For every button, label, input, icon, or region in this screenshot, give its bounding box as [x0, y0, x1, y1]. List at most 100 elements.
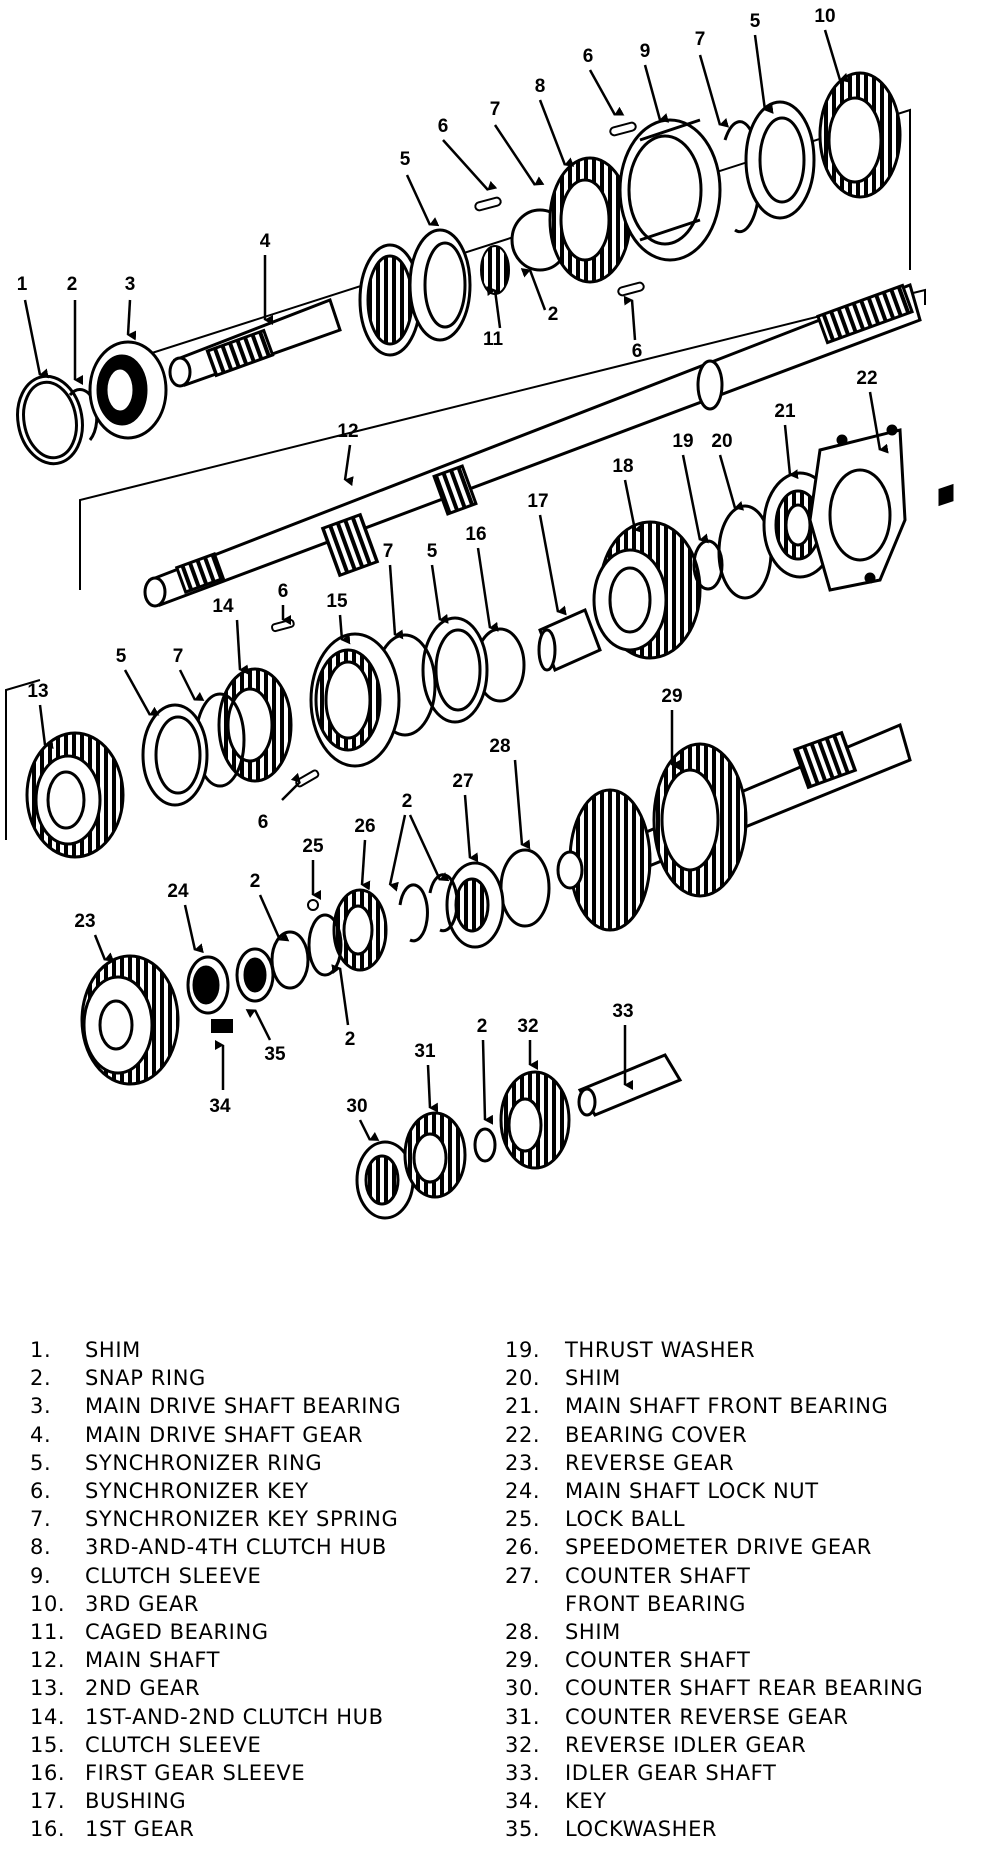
- legend-item-label: COUNTER SHAFT REAR BEARING: [565, 1676, 924, 1701]
- legend-item-label: MAIN DRIVE SHAFT GEAR: [85, 1422, 364, 1447]
- callout-30: 30: [346, 1096, 367, 1117]
- synchronizer-ring-5-top: [408, 228, 472, 342]
- exploded-transmission-diagram: 1 2 3 4 5 6 7 8 6 9 7 5 10 2 11 6 12 18 …: [5, 6, 954, 1220]
- legend-item-label: FIRST GEAR SLEEVE: [85, 1761, 306, 1785]
- legend-item-number: 5.: [30, 1450, 52, 1475]
- callout-6: 6: [632, 341, 643, 362]
- legend-item-label: CAGED BEARING: [85, 1620, 269, 1644]
- reverse-idler-gear-32: [499, 1070, 571, 1170]
- bearing-cover-22: [808, 424, 954, 592]
- main-shaft-lock-nut-24: [186, 955, 230, 1015]
- main-drive-shaft-gear-4: [168, 243, 422, 388]
- shim-1: [16, 374, 84, 466]
- counter-shaft-29: [556, 722, 912, 932]
- callout-32: 32: [517, 1016, 538, 1037]
- legend-item-number: 33.: [505, 1761, 541, 1785]
- callout-2: 2: [402, 791, 413, 812]
- callout-4: 4: [260, 231, 271, 252]
- legend-item-number: 16.: [30, 1817, 66, 1842]
- callout-11: 11: [483, 329, 504, 350]
- speedometer-drive-gear-26: [332, 888, 388, 972]
- callout-16: 16: [465, 524, 486, 545]
- legend-item-number: 27.: [505, 1563, 541, 1588]
- callout-5: 5: [116, 646, 127, 667]
- callout-28: 28: [489, 736, 510, 757]
- snap-rings-2-left: [270, 913, 343, 990]
- legend-item-number: 30.: [505, 1676, 541, 1701]
- reverse-gear-23: [80, 954, 180, 1086]
- main-shaft-12: [143, 283, 922, 608]
- callout-2: 2: [548, 304, 559, 325]
- synchronizer-ring-5-mid: [421, 616, 489, 724]
- legend-item-label: SHIM: [565, 1366, 621, 1391]
- callout-35: 35: [264, 1044, 286, 1065]
- legend-item-number: 2.: [30, 1366, 52, 1391]
- callout-2: 2: [67, 274, 78, 295]
- callout-labels: 1 2 3 4 5 6 7 8 6 9 7 5 10 2 11 6 12 18 …: [17, 6, 878, 1117]
- shim-28: [499, 848, 551, 928]
- legend-item-label: REVERSE IDLER GEAR: [565, 1732, 807, 1757]
- callout-24: 24: [167, 881, 189, 902]
- legend-item-number: 23.: [505, 1450, 541, 1475]
- legend-item-label: COUNTER SHAFT: [565, 1648, 751, 1673]
- legend-item-label: COUNTER SHAFT: [565, 1563, 751, 1588]
- counter-shaft-rear-bearing-30: [355, 1140, 415, 1220]
- legend-item-label: 1ST GEAR: [85, 1817, 195, 1842]
- lock-ball-25: [307, 899, 319, 911]
- callout-15: 15: [326, 591, 348, 612]
- legend-item-label: COUNTER REVERSE GEAR: [565, 1704, 849, 1729]
- legend-item-number: 10.: [30, 1591, 66, 1616]
- legend-item-number: 25.: [505, 1507, 541, 1532]
- legend-item-label: LOCKWASHER: [565, 1817, 718, 1842]
- legend-item-label: REVERSE GEAR: [565, 1450, 735, 1475]
- legend-item-number: 20.: [505, 1366, 541, 1391]
- legend-item-number: 17.: [30, 1789, 66, 1814]
- legend-item-number: 24.: [505, 1479, 541, 1503]
- legend-item-number: 21.: [505, 1394, 541, 1419]
- legend-item-number: 34.: [505, 1789, 541, 1814]
- snap-ring-2-bottom: [473, 1127, 497, 1163]
- callout-13: 13: [27, 681, 48, 702]
- legend-item-label: IDLER GEAR SHAFT: [565, 1761, 777, 1785]
- callout-7: 7: [383, 541, 394, 562]
- callout-5: 5: [400, 149, 411, 170]
- legend-item-number: 28.: [505, 1620, 541, 1644]
- legend-item-label: KEY: [565, 1789, 607, 1814]
- synchronizer-ring-5-left: [141, 703, 209, 807]
- legend-item-number: 1.: [30, 1338, 52, 1362]
- callout-2: 2: [250, 871, 261, 892]
- legend-item-label: 3RD-AND-4TH CLUTCH HUB: [85, 1535, 387, 1560]
- idler-gear-shaft-33: [577, 1053, 683, 1117]
- synchronizer-key-6-top: [474, 121, 645, 297]
- callout-9: 9: [640, 41, 651, 62]
- legend-item-number: 11.: [30, 1620, 66, 1644]
- clutch-hub-8: [510, 156, 632, 284]
- legend-item-label: SHIM: [85, 1338, 141, 1362]
- legend-item-label: SNAP RING: [85, 1366, 206, 1391]
- callout-7: 7: [173, 646, 184, 667]
- callout-5: 5: [427, 541, 438, 562]
- callout-26: 26: [354, 816, 375, 837]
- legend-item-label: CLUTCH SLEEVE: [85, 1563, 262, 1588]
- callout-31: 31: [414, 1041, 436, 1062]
- legend-item-label: FRONT BEARING: [565, 1591, 747, 1616]
- clutch-sleeve-15: [309, 632, 401, 768]
- callout-21: 21: [774, 401, 796, 422]
- legend-item-label: SYNCHRONIZER KEY: [85, 1479, 309, 1503]
- clutch-sleeve-9: [618, 118, 722, 262]
- callout-27: 27: [452, 771, 473, 792]
- legend-item-label: SYNCHRONIZER KEY SPRING: [85, 1507, 399, 1532]
- callout-2: 2: [345, 1029, 356, 1050]
- legend-item-number: 35.: [505, 1817, 541, 1842]
- legend-item-label: MAIN SHAFT FRONT BEARING: [565, 1394, 889, 1419]
- legend-item-label: MAIN SHAFT LOCK NUT: [565, 1479, 819, 1503]
- legend-item-number: 9.: [30, 1563, 52, 1588]
- legend-item-label: THRUST WASHER: [565, 1338, 756, 1362]
- callout-6: 6: [258, 812, 269, 833]
- legend-item-label: SPEEDOMETER DRIVE GEAR: [565, 1535, 872, 1560]
- first-gear-18: [592, 520, 702, 660]
- legend-item-number: 6.: [30, 1479, 52, 1503]
- callout-8: 8: [535, 76, 546, 97]
- callout-6: 6: [438, 116, 449, 137]
